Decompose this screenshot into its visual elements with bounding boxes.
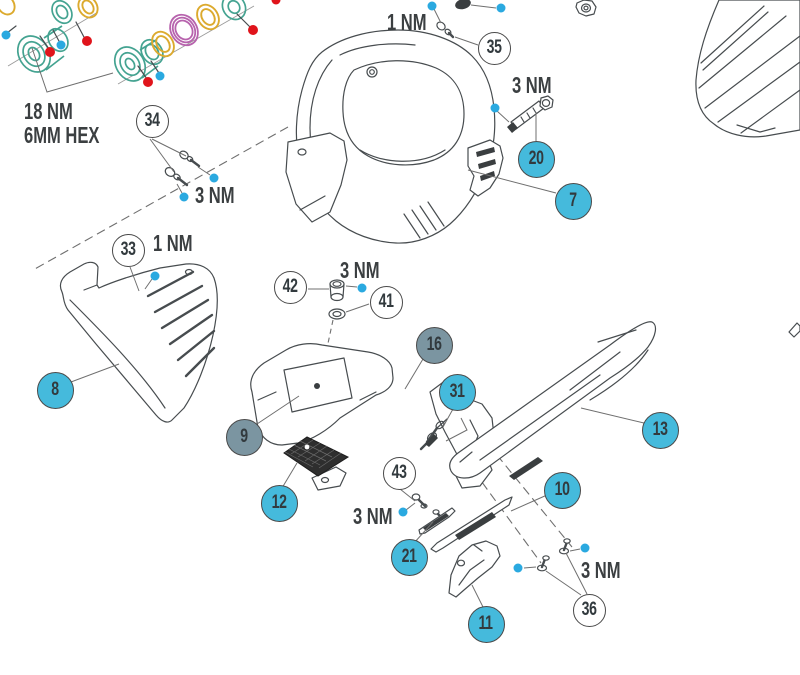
magenta-ring (169, 13, 199, 47)
part-frame-top-right (695, 0, 800, 138)
blue-dot (496, 3, 506, 13)
torque-3nm-bolt20: 3 NM (512, 72, 552, 98)
hub-assemblies (0, 0, 255, 93)
callout-number: 35 (486, 37, 502, 58)
callout-10[interactable]: 10 (543, 471, 581, 509)
callout-number: 10 (554, 479, 570, 500)
callout-13[interactable]: 13 (641, 411, 679, 449)
yellow-ring-mid1 (151, 30, 175, 58)
callout-number: 33 (120, 239, 136, 260)
callout-11[interactable]: 11 (467, 605, 505, 643)
callout-36: 36 (572, 593, 606, 627)
part-9-drawing (250, 343, 394, 446)
red-dot (271, 0, 281, 5)
hub-left (16, 0, 73, 73)
callout-35: 35 (477, 31, 511, 65)
nut-top-right (575, 0, 597, 17)
teal-flange-right (221, 0, 247, 21)
callout-42: 42 (273, 270, 307, 304)
yellow-ring-mid2 (196, 3, 220, 31)
torque-3nm-screws34: 3 NM (195, 182, 235, 208)
bolt-20 (507, 95, 554, 133)
blue-dot (357, 283, 367, 293)
blue-dot (56, 40, 66, 50)
callout-number: 34 (144, 110, 160, 131)
callout-number: 7 (569, 190, 577, 211)
callout-number: 16 (426, 334, 442, 355)
blue-dot (1, 30, 11, 40)
torque-3nm-screw42: 3 NM (340, 257, 380, 283)
torque-3nm-screws36: 3 NM (581, 557, 621, 583)
part-7-drawing (285, 29, 504, 244)
part-11-drawing (448, 540, 501, 598)
callout-8[interactable]: 8 (36, 371, 74, 409)
blue-dot (209, 173, 219, 183)
blue-dot (490, 103, 500, 113)
callout-number: 41 (378, 291, 394, 312)
torque-1nm-screw33: 1 NM (153, 230, 193, 256)
blue-dot (580, 543, 590, 553)
part-13-drawing (449, 321, 657, 480)
callout-20[interactable]: 20 (517, 140, 555, 178)
callout-number: 36 (581, 599, 597, 620)
red-dot (45, 47, 55, 57)
torque-bracket-18nm (31, 47, 114, 93)
callout-number: 9 (240, 426, 248, 447)
fastener-dots (1, 0, 590, 573)
screws-34 (164, 150, 201, 187)
callout-number: 11 (478, 613, 494, 634)
hub-middle (113, 38, 164, 82)
red-dot (143, 77, 153, 87)
torque-1nm-screw35: 1 NM (387, 9, 427, 35)
callout-number: 42 (282, 276, 298, 297)
callout-9[interactable]: 9 (225, 418, 263, 456)
blue-dot (398, 507, 408, 517)
diamond-right-edge (788, 322, 800, 338)
blue-dot (179, 192, 189, 202)
part-31-drawing (419, 417, 468, 451)
part-42-41-drawing (328, 279, 346, 320)
yellow-rings-left (0, 0, 99, 19)
callout-number: 31 (449, 381, 465, 402)
callout-number: 43 (391, 462, 407, 483)
callout-number: 21 (401, 546, 417, 567)
blue-dot (513, 563, 523, 573)
callout-43: 43 (382, 456, 416, 490)
callout-21[interactable]: 21 (390, 538, 428, 576)
callout-16[interactable]: 16 (415, 326, 453, 364)
callout-33: 33 (111, 233, 145, 267)
part-12-drawing (283, 436, 350, 491)
screw-43 (411, 493, 428, 509)
blue-dot (150, 271, 160, 281)
callout-number: 13 (652, 419, 668, 440)
part-10-drawing (430, 496, 513, 553)
blue-dot (155, 71, 165, 81)
part-8-drawing (59, 261, 218, 423)
red-dot (248, 25, 258, 35)
callout-12[interactable]: 12 (260, 484, 298, 522)
torque-18nm-line2: 6MM HEX (24, 122, 100, 148)
torque-3nm-screw43: 3 NM (353, 503, 393, 529)
callout-41: 41 (369, 285, 403, 319)
leader-lines (70, 4, 645, 608)
callout-number: 8 (51, 379, 59, 400)
callout-34: 34 (135, 104, 169, 138)
callout-7[interactable]: 7 (554, 182, 592, 220)
callout-number: 12 (271, 492, 287, 513)
callout-31[interactable]: 31 (438, 373, 476, 411)
screw-35 (436, 0, 471, 39)
red-dot (82, 36, 92, 46)
callout-number: 20 (528, 148, 544, 169)
blue-dot (427, 1, 437, 11)
torque-18nm-line1: 18 NM (24, 98, 73, 124)
screws-36 (536, 538, 571, 572)
